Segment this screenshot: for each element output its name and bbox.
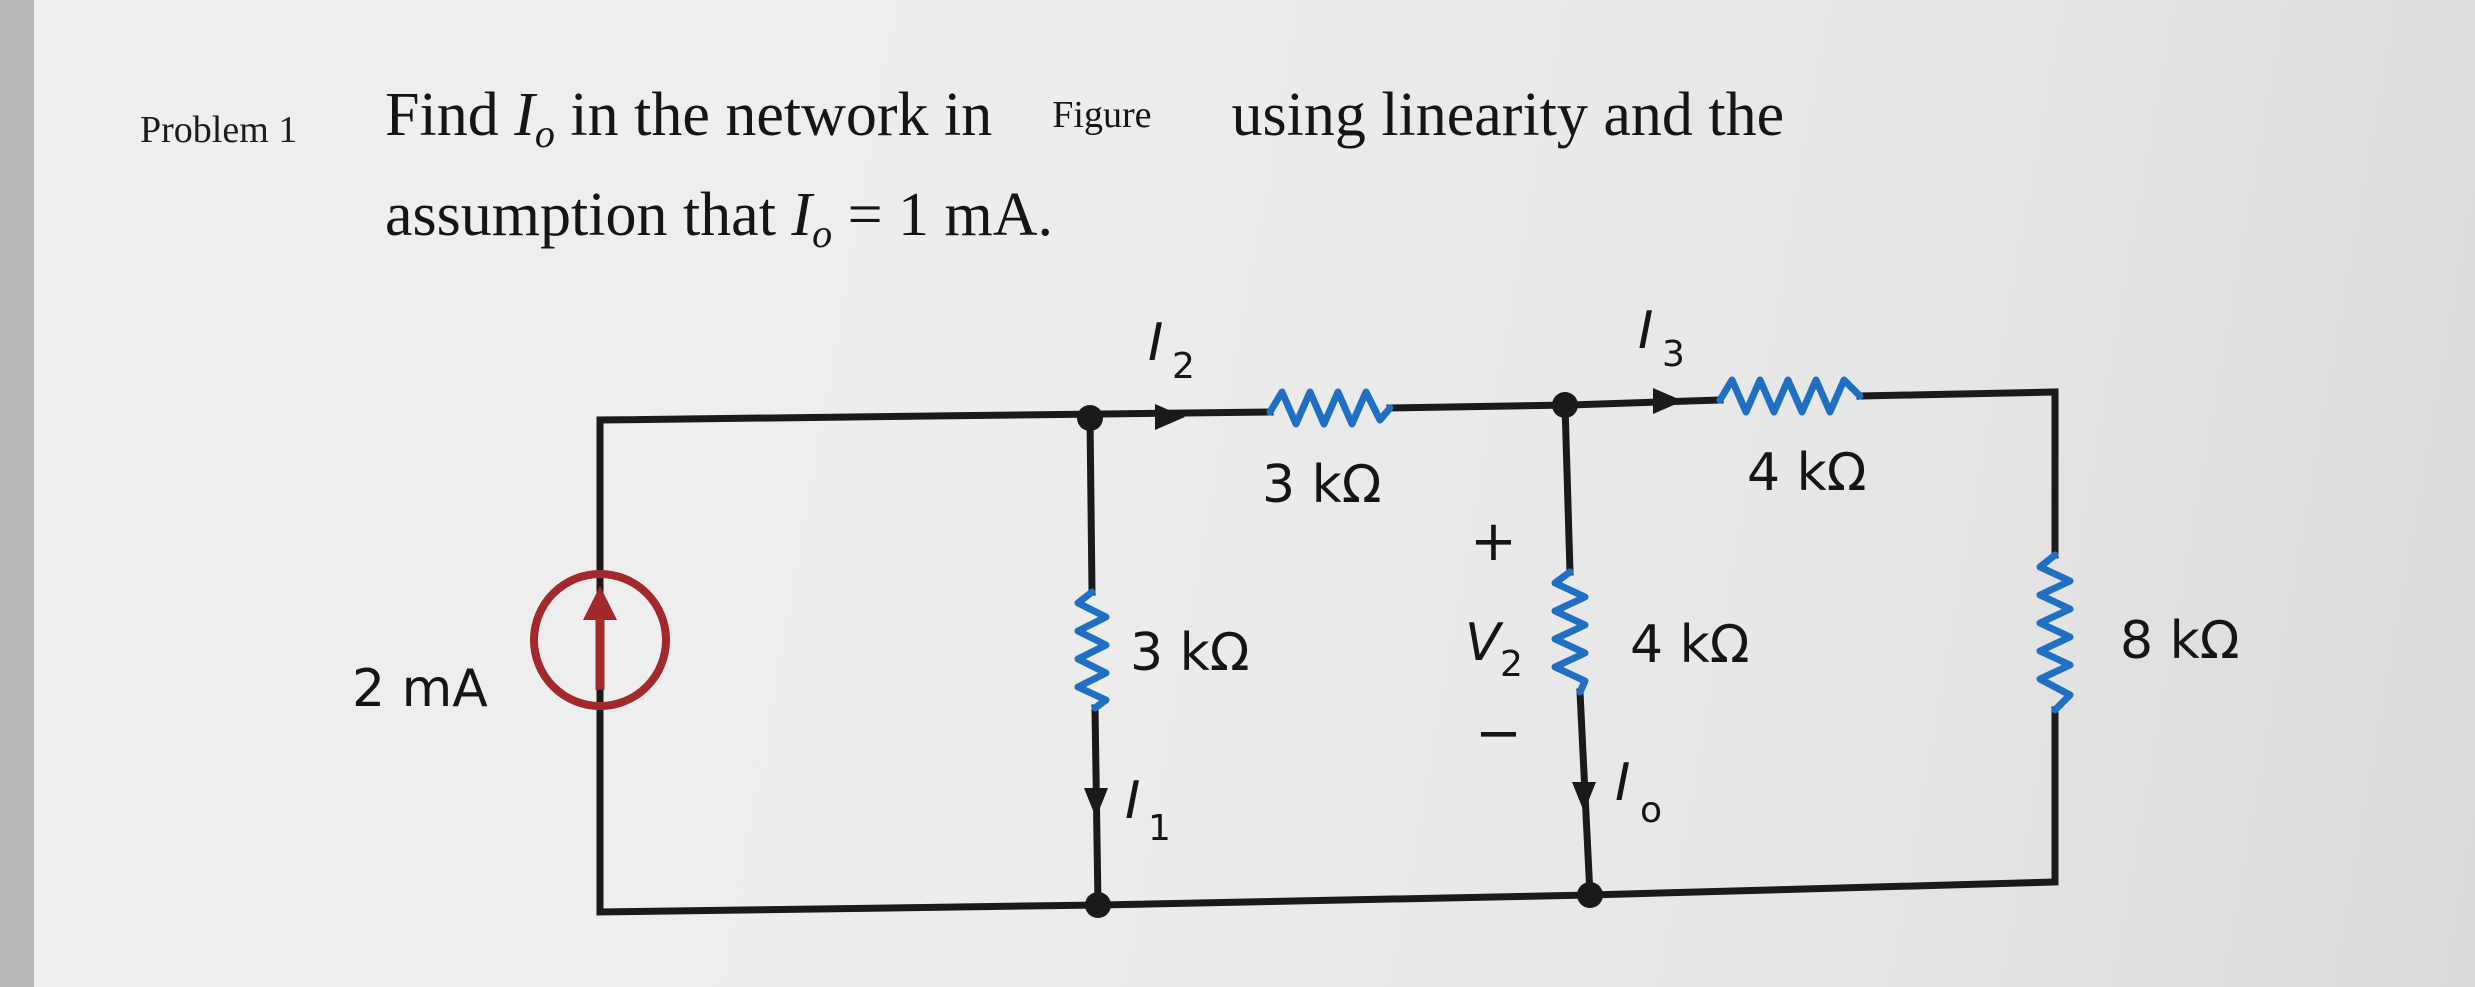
- arrow-i3: [1653, 388, 1683, 414]
- resistors: [1074, 376, 2074, 714]
- label-r-shunt-8k: 8 kΩ: [2120, 611, 2239, 671]
- resistor-top-3k: [1266, 388, 1394, 428]
- label-i2-sub: 2: [1172, 346, 1195, 387]
- problem-text-line-1: Find Io in the network in Figure using lin…: [385, 80, 1784, 157]
- label-v2: V 2: [1465, 613, 1523, 685]
- resistor-shunt-8k: [2036, 551, 2074, 714]
- label-i1: I 1: [1125, 771, 1171, 849]
- label-v2-main: V: [1465, 613, 1504, 673]
- label-i1-main: I: [1125, 771, 1140, 831]
- node-top-left: [1077, 405, 1103, 431]
- label-io-sub: o: [1640, 790, 1662, 831]
- label-v2-sub: 2: [1500, 644, 1523, 685]
- problem-number: Problem 1: [140, 109, 298, 151]
- arrow-io: [1572, 782, 1596, 812]
- resistor-shunt-4k: [1551, 568, 1589, 696]
- text-in-network: in the network in: [554, 81, 993, 149]
- paper-page: [34, 0, 2475, 987]
- top-wire-left: [596, 408, 1274, 599]
- junction-nodes: [1077, 392, 1603, 918]
- current-source: [530, 570, 670, 710]
- var-sub-o: o: [534, 111, 555, 156]
- node-bottom-right: [1577, 882, 1603, 908]
- text-equals-1ma: = 1 mA.: [832, 181, 1054, 249]
- figure-word: Figure: [1052, 94, 1152, 136]
- label-r-shunt-3k: 3 kΩ: [1130, 623, 1249, 683]
- node-bottom-left: [1085, 892, 1111, 918]
- branch2-top-wire: [1561, 401, 1574, 576]
- label-r-top-3k: 3 kΩ: [1262, 455, 1381, 515]
- branch1-top-wire: [1086, 414, 1096, 596]
- var-i-2: I: [791, 181, 813, 249]
- photo-left-edge: [0, 0, 34, 987]
- label-r-top-4k: 4 kΩ: [1747, 443, 1866, 503]
- var-i: I: [514, 81, 535, 149]
- label-i3-sub: 3: [1662, 334, 1685, 375]
- problem-text-line-2: assumption that Io = 1 mA.: [385, 180, 1053, 257]
- node-top-right: [1552, 392, 1578, 418]
- text-linearity: using linearity and the: [1231, 81, 1785, 149]
- v2-minus: −: [1475, 701, 1522, 766]
- source-arrowhead: [583, 586, 617, 620]
- resistor-shunt-3k: [1074, 588, 1110, 712]
- text-assumption: assumption that: [385, 181, 792, 249]
- v2-plus: +: [1470, 509, 1517, 574]
- text-find: Find: [385, 81, 515, 149]
- label-i3-main: I: [1638, 301, 1653, 361]
- resistor-top-4k: [1716, 376, 1864, 416]
- source-label: 2 mA: [352, 659, 488, 719]
- label-io-main: I: [1615, 753, 1630, 813]
- source-circle: [530, 570, 670, 710]
- arrow-i2: [1155, 404, 1185, 430]
- var-sub-o-2: o: [812, 211, 833, 256]
- current-arrows: [1084, 388, 1683, 818]
- bottom-wire: [596, 681, 2059, 916]
- arrow-i1: [1084, 788, 1108, 818]
- label-r-shunt-4k: 4 kΩ: [1630, 615, 1749, 675]
- top-wire-right: [1856, 388, 2059, 559]
- label-io: I o: [1615, 753, 1662, 831]
- label-i2-main: I: [1148, 313, 1163, 373]
- label-i1-sub: 1: [1148, 808, 1171, 849]
- label-i2: I 2: [1148, 313, 1195, 387]
- label-i3: I 3: [1638, 301, 1685, 375]
